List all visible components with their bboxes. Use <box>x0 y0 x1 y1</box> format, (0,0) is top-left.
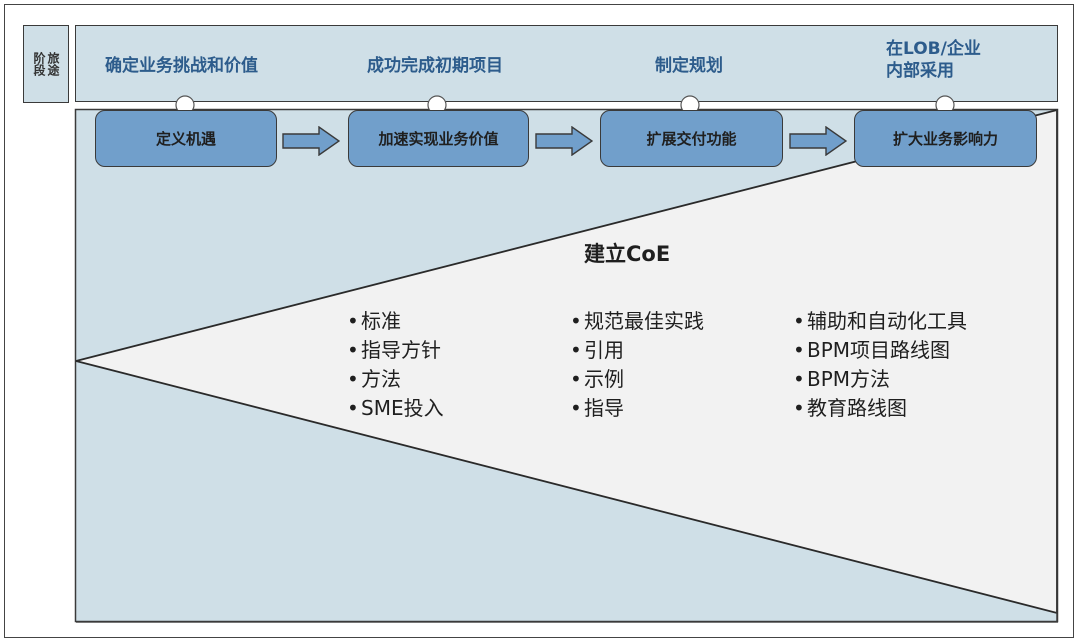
coe-column-1: •标准 •指导方针 •方法 •SME投入 <box>347 307 444 423</box>
bullet-icon: • <box>793 367 805 391</box>
coe-column-2: •规范最佳实践 •引用 •示例 •指导 <box>570 307 704 423</box>
bullet-icon: • <box>570 367 582 391</box>
coe-item-text: 引用 <box>584 338 624 362</box>
step-label-4: 扩大业务影响力 <box>892 130 998 148</box>
coe-list-item: •SME投入 <box>347 394 444 423</box>
bullet-icon: • <box>347 309 359 333</box>
coe-list-item: •标准 <box>347 307 444 336</box>
coe-item-text: BPM项目路线图 <box>807 338 951 362</box>
journey-stage-label-text: 旅途 阶段 <box>32 52 60 76</box>
bullet-icon: • <box>793 396 805 420</box>
coe-item-text: SME投入 <box>361 396 444 420</box>
coe-list-item: •引用 <box>570 336 704 365</box>
step-box-1: 定义机遇 <box>95 110 277 167</box>
stage-label-2: 成功完成初期项目 <box>367 56 503 76</box>
bullet-icon: • <box>347 338 359 362</box>
stage-band <box>75 25 1058 102</box>
step-box-3: 扩展交付功能 <box>600 110 783 167</box>
bullet-icon: • <box>570 338 582 362</box>
step-label-2: 加速实现业务价值 <box>378 130 499 148</box>
stage-label-3: 制定规划 <box>655 56 723 76</box>
step-label-3: 扩展交付功能 <box>646 130 737 148</box>
arrow-right-icon <box>535 126 593 156</box>
coe-list-item: •指导 <box>570 394 704 423</box>
coe-item-text: 辅助和自动化工具 <box>807 309 967 333</box>
coe-item-text: 指导方针 <box>361 338 441 362</box>
coe-list-item: •BPM项目路线图 <box>793 336 967 365</box>
stage-label-4: 在LOB/企业 内部采用 <box>886 39 981 81</box>
step-box-4: 扩大业务影响力 <box>854 110 1037 167</box>
coe-item-text: 指导 <box>584 396 624 420</box>
bullet-icon: • <box>570 309 582 333</box>
coe-item-text: 方法 <box>361 367 401 391</box>
coe-item-text: BPM方法 <box>807 367 891 391</box>
coe-item-text: 规范最佳实践 <box>584 309 704 333</box>
coe-list-item: •指导方针 <box>347 336 444 365</box>
bullet-icon: • <box>793 309 805 333</box>
bullet-icon: • <box>793 338 805 362</box>
coe-list-item: •示例 <box>570 365 704 394</box>
step-box-2: 加速实现业务价值 <box>348 110 529 167</box>
coe-list-item: •方法 <box>347 365 444 394</box>
coe-list-item: •BPM方法 <box>793 365 967 394</box>
journey-stage-label: 旅途 阶段 <box>23 25 69 103</box>
stage-label-1: 确定业务挑战和价值 <box>105 56 258 76</box>
coe-list-item: •教育路线图 <box>793 394 967 423</box>
coe-item-text: 教育路线图 <box>807 396 907 420</box>
bullet-icon: • <box>347 367 359 391</box>
bullet-icon: • <box>347 396 359 420</box>
coe-title: 建立CoE <box>584 242 671 266</box>
arrow-right-icon <box>789 126 847 156</box>
coe-list-item: •辅助和自动化工具 <box>793 307 967 336</box>
coe-item-text: 标准 <box>361 309 401 333</box>
bullet-icon: • <box>570 396 582 420</box>
step-label-1: 定义机遇 <box>155 130 216 148</box>
coe-column-3: •辅助和自动化工具 •BPM项目路线图 •BPM方法 •教育路线图 <box>793 307 967 423</box>
arrow-right-icon <box>282 126 340 156</box>
coe-list-item: •规范最佳实践 <box>570 307 704 336</box>
coe-item-text: 示例 <box>584 367 624 391</box>
